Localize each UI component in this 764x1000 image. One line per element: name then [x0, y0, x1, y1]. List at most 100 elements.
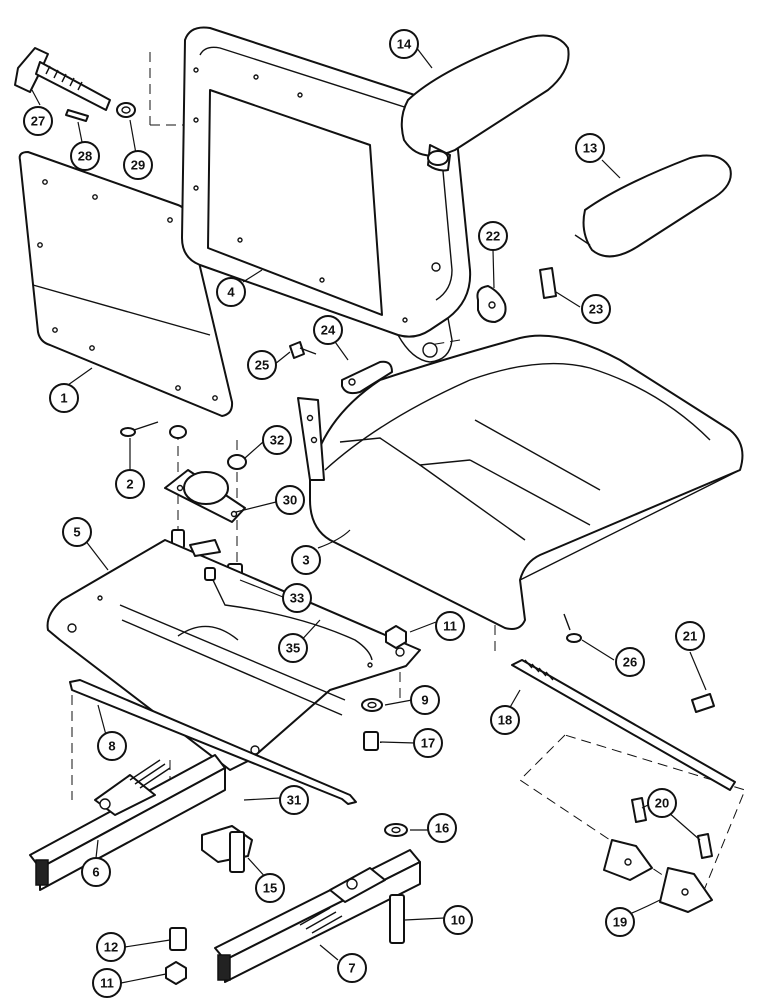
callout-11-plate: 11 — [435, 611, 465, 641]
callout-22-label: 22 — [486, 229, 500, 244]
callout-12-label: 12 — [104, 940, 118, 955]
panel-screw — [120, 421, 159, 437]
callout-32: 32 — [262, 425, 292, 455]
callout-24: 24 — [313, 315, 343, 345]
callout-33: 33 — [282, 583, 312, 613]
callout-18-label: 18 — [498, 713, 512, 728]
callout-29: 29 — [123, 150, 153, 180]
slide-rail-left — [29, 754, 226, 891]
callout-23-label: 23 — [589, 302, 603, 317]
swivel-housing — [164, 469, 246, 523]
callout-28-label: 28 — [78, 149, 92, 164]
back-panel — [18, 151, 234, 417]
callout-35-label: 35 — [286, 641, 300, 656]
armrest-right — [574, 154, 732, 258]
callout-11-bottom: 11 — [92, 968, 122, 998]
latch-left — [603, 839, 653, 881]
callout-23: 23 — [581, 294, 611, 324]
callout-10-label: 10 — [451, 913, 465, 928]
latch-right — [659, 867, 713, 913]
callout-35: 35 — [278, 633, 308, 663]
adjuster-knob — [14, 47, 111, 111]
callout-27: 27 — [23, 106, 53, 136]
callout-6: 6 — [81, 857, 111, 887]
callout-30-label: 30 — [283, 493, 297, 508]
callout-24-label: 24 — [321, 323, 336, 338]
callout-31-label: 31 — [287, 793, 301, 808]
callout-15-label: 15 — [263, 881, 277, 896]
callout-10: 10 — [443, 905, 473, 935]
callout-21-label: 21 — [683, 629, 697, 644]
callout-29-label: 29 — [131, 158, 145, 173]
callout-12: 12 — [96, 932, 126, 962]
cushion-screw — [563, 613, 582, 643]
callout-9-label: 9 — [421, 693, 428, 708]
bolt-top — [363, 731, 379, 751]
callout-4: 4 — [216, 277, 246, 307]
callout-26-label: 26 — [623, 655, 637, 670]
callout-2-label: 2 — [126, 477, 133, 492]
callout-8-label: 8 — [108, 739, 115, 754]
callout-15: 15 — [255, 873, 285, 903]
callout-13: 13 — [575, 133, 605, 163]
callout-22: 22 — [478, 221, 508, 251]
spring-pin — [539, 267, 557, 299]
release-cable — [204, 567, 373, 661]
callout-26: 26 — [615, 647, 645, 677]
callout-3-label: 3 — [302, 553, 309, 568]
backrest — [181, 26, 472, 363]
callout-5-label: 5 — [73, 525, 80, 540]
latch-pins — [631, 797, 713, 859]
callout-2: 2 — [115, 469, 145, 499]
base-plate — [46, 539, 421, 771]
pivot-bolt — [289, 341, 317, 359]
lever-rod — [511, 659, 736, 791]
callout-19: 19 — [605, 907, 635, 937]
callout-1: 1 — [49, 383, 79, 413]
callout-28: 28 — [70, 141, 100, 171]
slide-rail-right — [214, 849, 421, 983]
lever-knob — [476, 285, 507, 323]
callout-19-label: 19 — [613, 915, 627, 930]
callout-3: 3 — [291, 545, 321, 575]
nut-plate — [385, 625, 407, 649]
release-rod — [69, 679, 357, 805]
callout-20-label: 20 — [655, 796, 669, 811]
nut-bottom — [165, 961, 187, 985]
callout-16: 16 — [427, 813, 457, 843]
callout-8: 8 — [97, 731, 127, 761]
callout-25-label: 25 — [255, 358, 269, 373]
washer-rail — [384, 823, 408, 837]
callout-14-label: 14 — [397, 37, 412, 52]
callout-17-label: 17 — [421, 736, 435, 751]
callout-5: 5 — [62, 517, 92, 547]
handle-grip — [691, 693, 715, 713]
callout-11-plate-label: 11 — [443, 619, 457, 634]
callout-6-label: 6 — [92, 865, 99, 880]
callout-18: 18 — [490, 705, 520, 735]
callout-14: 14 — [389, 29, 419, 59]
callout-32-label: 32 — [270, 433, 284, 448]
bolt-rail — [389, 894, 405, 944]
armrest-left — [400, 34, 570, 172]
callout-11-bottom-label: 11 — [100, 976, 114, 991]
callout-9: 9 — [410, 685, 440, 715]
callout-7-label: 7 — [348, 961, 355, 976]
washer-top — [361, 698, 383, 712]
roll-pin — [65, 109, 89, 122]
upper-nut — [169, 425, 187, 439]
callout-4-label: 4 — [227, 285, 235, 300]
callout-17: 17 — [413, 728, 443, 758]
callout-25: 25 — [247, 350, 277, 380]
callout-20: 20 — [647, 788, 677, 818]
callout-27-label: 27 — [31, 114, 45, 129]
bolt-center — [229, 831, 245, 873]
bolt-bottom — [169, 927, 187, 951]
callout-31: 31 — [279, 785, 309, 815]
callout-30: 30 — [275, 485, 305, 515]
cap-nut — [227, 454, 247, 470]
callout-13-label: 13 — [583, 141, 597, 156]
callout-1-label: 1 — [60, 391, 67, 406]
seat-cushion — [297, 334, 744, 630]
